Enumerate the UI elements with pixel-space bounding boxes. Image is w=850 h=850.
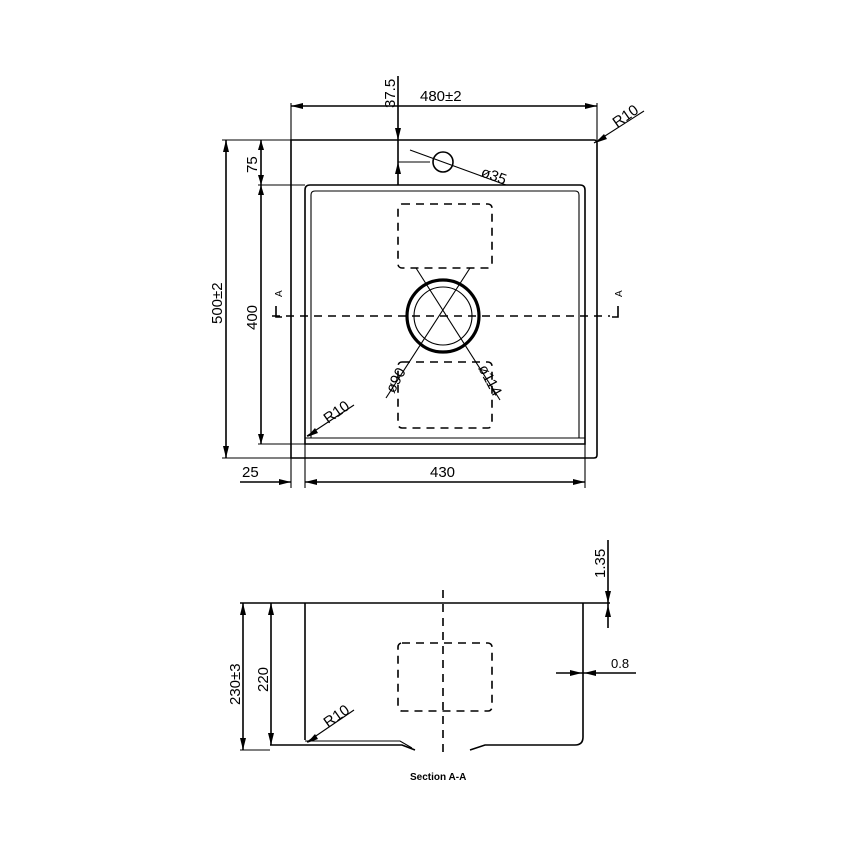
rim-left-label: 25 (242, 464, 259, 481)
arrow-icon (291, 103, 303, 109)
wall-thickness-label: 0.8 (611, 656, 629, 671)
arrow-icon (584, 670, 596, 676)
overall-depth-label: 500±2 (209, 282, 226, 324)
arrow-icon (605, 605, 611, 617)
arrow-icon (223, 140, 229, 152)
section-marker-right-icon (612, 306, 619, 318)
section-view: 230±3 220 R10 1.35 0.8 Section A-A (227, 540, 636, 783)
arrow-icon (279, 479, 291, 485)
left-floor (270, 744, 416, 751)
arrow-icon (573, 479, 585, 485)
inner-radius-label: R10 (321, 398, 353, 428)
tap-hole (432, 151, 454, 173)
left-floor-inner (305, 740, 413, 749)
tap-offset-label: 37.5 (382, 79, 399, 108)
drain-outer-diameter-label: ø114 (474, 362, 505, 399)
dashed-area-upper (397, 203, 493, 269)
arrow-icon (570, 670, 582, 676)
arrow-icon (395, 128, 401, 140)
dashed-area-section (397, 642, 493, 712)
drain-inner-diameter-label: ø90 (383, 365, 410, 396)
bowl-inner-outline (310, 190, 580, 439)
tap-hole-leader (409, 149, 507, 186)
section-caption: Section A-A (410, 772, 466, 783)
section-radius-label: R10 (321, 702, 353, 732)
arrow-icon (307, 428, 318, 437)
arrow-icon (307, 734, 318, 743)
bowl-outline (304, 184, 586, 445)
arrow-icon (395, 162, 401, 174)
section-marker-left-icon (275, 306, 282, 318)
drain-outer-ring (405, 278, 481, 354)
overall-height-label: 230±3 (227, 663, 244, 705)
arrow-icon (223, 446, 229, 458)
outer-rim-outline (290, 139, 598, 459)
arrow-icon (258, 185, 264, 195)
top-view: ø90 ø114 ø35 37.5 480±2 R10 500±2 (209, 76, 645, 488)
drain-leader-2 (385, 267, 471, 399)
arrow-icon (258, 434, 264, 444)
arrow-icon (258, 140, 264, 150)
arrow-icon (240, 603, 246, 615)
section-marker-left-label: A (274, 290, 285, 297)
drain-leader-1 (415, 267, 501, 401)
arrow-icon (585, 103, 597, 109)
dashed-area-lower (397, 361, 493, 429)
outer-radius-label: R10 (610, 102, 642, 132)
rim-back-label: 75 (244, 156, 261, 173)
arrow-icon (268, 603, 274, 615)
arrow-icon (605, 591, 611, 603)
arrow-icon (268, 733, 274, 745)
arrow-icon (258, 175, 264, 185)
right-wall-and-floor (469, 603, 584, 751)
bowl-width-label: 430 (430, 464, 455, 481)
bowl-depth-label: 400 (244, 305, 261, 330)
overall-width-label: 480±2 (420, 88, 462, 105)
section-marker-right-label: A (614, 290, 625, 297)
arrow-icon (595, 134, 607, 143)
bowl-height-label: 220 (255, 667, 272, 692)
flange-thickness-label: 1.35 (592, 549, 609, 578)
arrow-icon (240, 738, 246, 750)
drain-inner-ring (413, 286, 473, 346)
